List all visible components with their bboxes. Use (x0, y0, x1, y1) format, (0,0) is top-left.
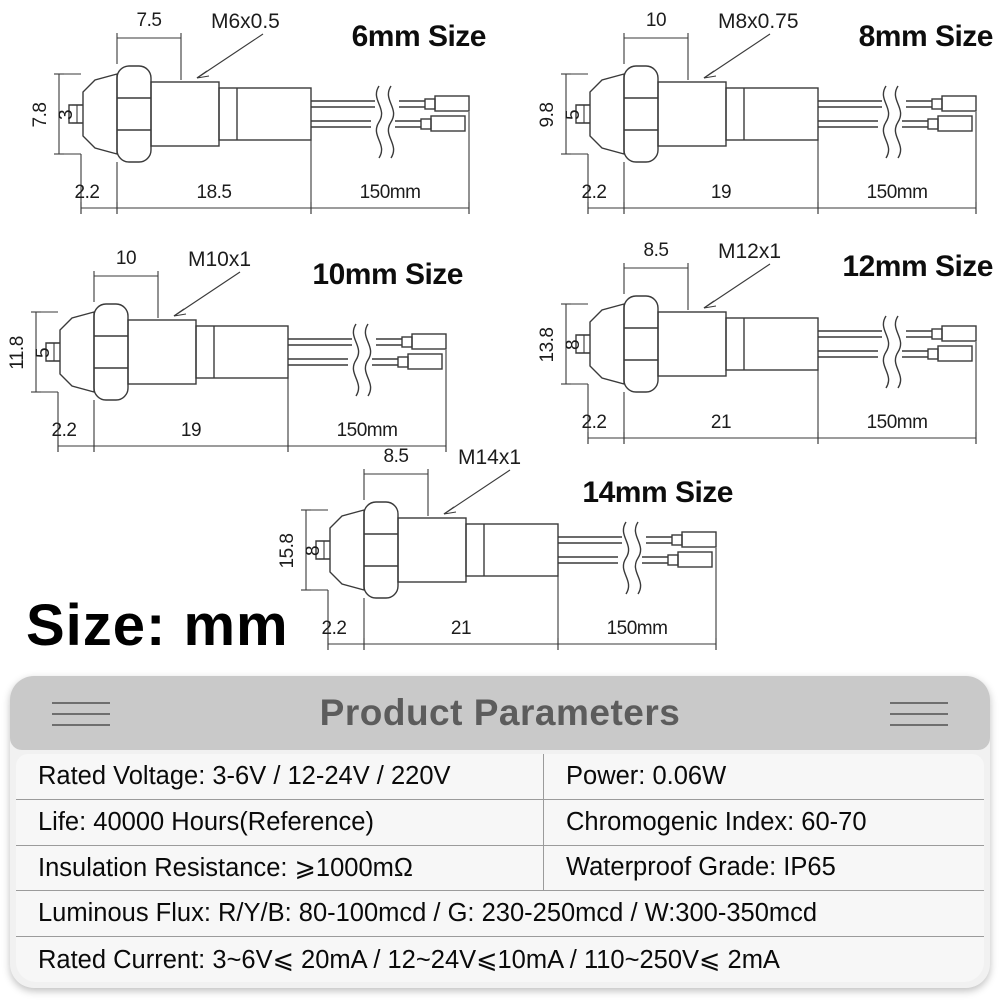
size-unit-note: Size: mm (26, 593, 289, 658)
size-title: 12mm Size (842, 250, 993, 283)
dimension-panel-thickness: 2.2 (74, 182, 100, 203)
dimension-outer-height: 11.8 (7, 336, 28, 370)
thread-spec-label: M14x1 (458, 446, 522, 469)
dimension-panel-thickness: 2.2 (321, 618, 347, 639)
product-parameters-panel: Product Parameters Rated Voltage: 3-6V /… (10, 676, 990, 988)
size-title: 6mm Size (351, 20, 487, 53)
table-row: Life: 40000 Hours(Reference) Chromogenic… (16, 799, 984, 846)
dimension-body-length: 18.5 (196, 182, 232, 203)
param-rated-voltage: Rated Voltage: 3-6V / 12-24V / 220V (38, 761, 451, 790)
table-row: Insulation Resistance: ⩾1000mΩ Waterproo… (16, 845, 984, 892)
dimension-top-width: 7.5 (136, 10, 162, 31)
param-waterproof-grade: Waterproof Grade: IP65 (543, 845, 984, 891)
dimension-top-width: 10 (115, 248, 137, 269)
dimension-inner-height: 5 (563, 109, 584, 121)
dimension-top-width: 8.5 (383, 446, 409, 467)
thread-spec-label: M12x1 (718, 240, 782, 263)
dimension-top-width: 8.5 (643, 240, 669, 261)
dimension-body-length: 19 (180, 420, 202, 441)
dimension-inner-height: 8 (563, 339, 584, 351)
dimension-outer-height: 13.8 (537, 327, 558, 363)
thread-spec-label: M6x0.5 (211, 10, 280, 33)
diagram-12mm: 8.5 M12x1 12mm Size 13.8 8 2.2 21 150mm (532, 232, 997, 462)
table-row: Luminous Flux: R/Y/B: 80-100mcd / G: 230… (16, 891, 984, 938)
dimension-wire-length: 150mm (359, 182, 421, 203)
dimension-panel-thickness: 2.2 (581, 182, 607, 203)
param-power: Power: 0.06W (543, 754, 984, 799)
dimension-body-length: 19 (710, 182, 732, 203)
param-chromogenic-index: Chromogenic Index: 60-70 (543, 799, 984, 845)
dimension-body-length: 21 (450, 618, 472, 639)
parameters-table: Rated Voltage: 3-6V / 12-24V / 220V Powe… (16, 754, 984, 982)
dimension-outer-height: 15.8 (277, 533, 298, 569)
dimension-wire-length: 150mm (866, 412, 928, 433)
dimension-inner-height: 3 (56, 109, 77, 121)
dimension-outer-height: 9.8 (537, 102, 558, 128)
diagram-6mm: 7.5 M6x0.5 6mm Size 7.8 3 2.2 18.5 150mm (25, 2, 490, 232)
table-row: Rated Voltage: 3-6V / 12-24V / 220V Powe… (16, 754, 984, 800)
dimension-inner-height: 5 (33, 347, 54, 359)
dimension-panel-thickness: 2.2 (581, 412, 607, 433)
param-insulation-resistance: Insulation Resistance: ⩾1000mΩ (38, 853, 413, 882)
param-life: Life: 40000 Hours(Reference) (38, 807, 374, 836)
param-rated-current: Rated Current: 3~6V⩽ 20mA / 12~24V⩽10mA … (38, 945, 780, 974)
thread-spec-label: M10x1 (188, 248, 252, 271)
dimension-wire-length: 150mm (606, 618, 668, 639)
decorative-lines-icon (52, 702, 110, 728)
dimension-body-length: 21 (710, 412, 732, 433)
table-row: Rated Current: 3~6V⩽ 20mA / 12~24V⩽10mA … (16, 937, 984, 982)
dimension-outer-height: 7.8 (30, 102, 51, 128)
diagram-10mm: 10 M10x1 10mm Size 11.8 5 2.2 19 150mm (2, 240, 467, 470)
param-luminous-flux: Luminous Flux: R/Y/B: 80-100mcd / G: 230… (38, 899, 818, 928)
dimension-wire-length: 150mm (866, 182, 928, 203)
decorative-lines-icon (890, 702, 948, 728)
dimension-panel-thickness: 2.2 (51, 420, 77, 441)
diagram-14mm: 8.5 M14x1 14mm Size 15.8 8 2.2 21 150mm (272, 438, 737, 668)
panel-header: Product Parameters (10, 676, 990, 750)
size-title: 8mm Size (858, 20, 994, 53)
panel-title: Product Parameters (319, 692, 681, 733)
dimension-top-width: 10 (645, 10, 667, 31)
diagram-8mm: 10 M8x0.75 8mm Size 9.8 5 2.2 19 150mm (532, 2, 997, 232)
dimension-wire-length: 150mm (336, 420, 398, 441)
dimension-inner-height: 8 (303, 545, 324, 557)
size-title: 14mm Size (582, 476, 733, 509)
size-title: 10mm Size (312, 258, 463, 291)
thread-spec-label: M8x0.75 (718, 10, 799, 33)
